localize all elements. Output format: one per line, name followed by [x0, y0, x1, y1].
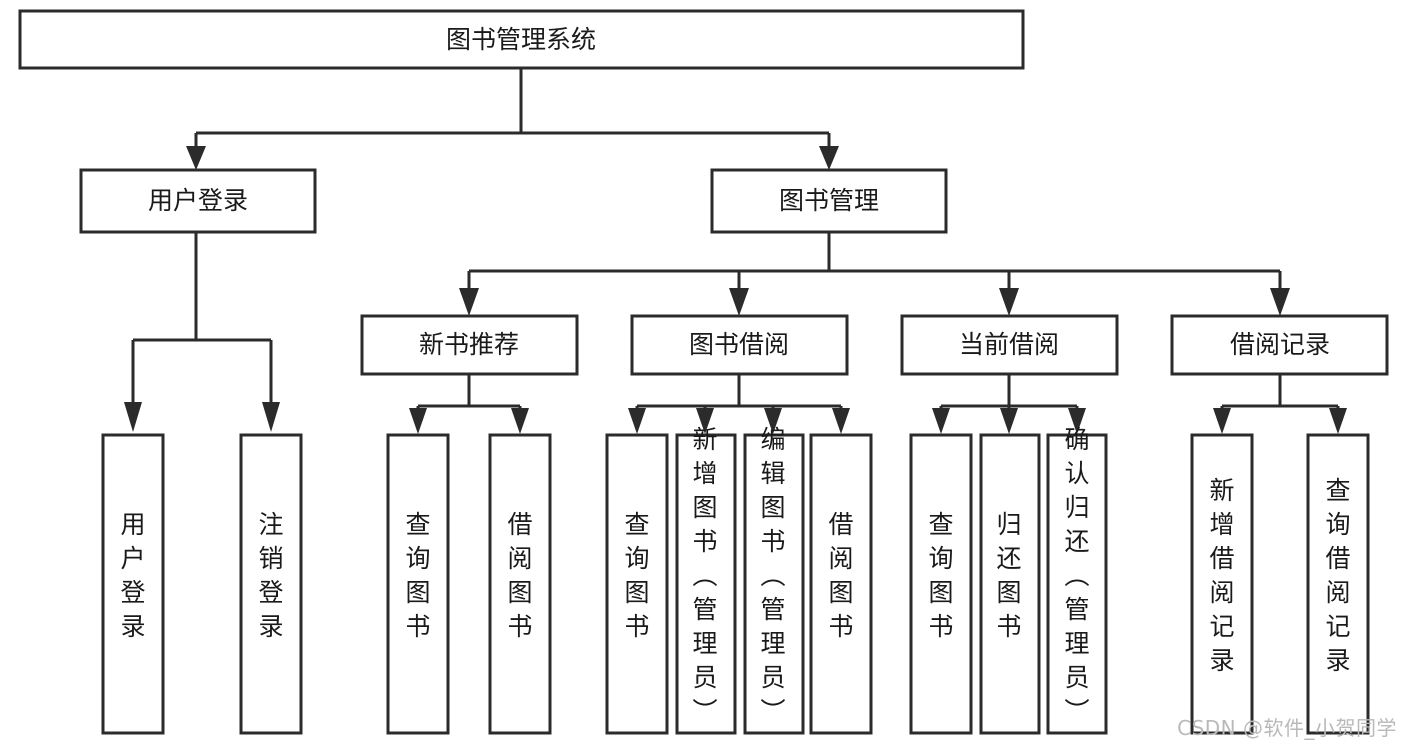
arrow-book-management: [819, 146, 839, 170]
arrow-leaf-add-record: [1213, 408, 1231, 434]
node-leaf-query-book-2[interactable]: 查询图书: [605, 433, 669, 735]
node-leaf-confirm-return-box[interactable]: [1046, 433, 1108, 735]
node-leaf-query-book-1-label: 查询图书: [405, 510, 430, 641]
connector-layer: [124, 68, 1347, 434]
arrow-leaf-query-book-2: [628, 408, 646, 434]
arrow-book-borrow: [729, 288, 749, 316]
node-user-login[interactable]: 用户登录: [79, 168, 317, 234]
node-leaf-add-book[interactable]: 新增图书︵管理员︶: [675, 425, 737, 735]
node-leaf-user-login-box[interactable]: [101, 433, 165, 735]
node-book-management-label: 图书管理: [779, 186, 879, 215]
node-root-box[interactable]: [18, 9, 1025, 70]
node-current-borrow-box[interactable]: [900, 314, 1119, 376]
node-leaf-user-login-label: 用户登录: [120, 510, 145, 641]
node-leaf-borrow-book-2-box[interactable]: [809, 433, 873, 735]
node-current-borrow-label: 当前借阅: [959, 330, 1059, 359]
node-leaf-confirm-return[interactable]: 确认归还︵管理员︶: [1046, 425, 1108, 735]
node-leaf-query-book-2-box[interactable]: [605, 433, 669, 735]
arrow-borrow-record: [1270, 288, 1290, 316]
node-leaf-edit-book-label: 编辑图书︵管理员︶: [760, 425, 785, 726]
node-leaf-query-record-box[interactable]: [1306, 433, 1370, 735]
arrow-leaf-user-login: [124, 402, 142, 432]
node-leaf-query-book-3[interactable]: 查询图书: [909, 433, 973, 735]
node-book-management[interactable]: 图书管理: [710, 168, 948, 234]
node-leaf-add-record[interactable]: 新增借阅记录: [1190, 433, 1254, 735]
arrow-user-login: [186, 146, 206, 170]
arrow-leaf-borrow-book-1: [511, 408, 529, 434]
arrow-current-borrow: [999, 288, 1019, 316]
arrow-leaf-return-book: [1000, 408, 1018, 434]
node-leaf-query-book-3-label: 查询图书: [928, 510, 953, 641]
node-book-borrow-label: 图书借阅: [689, 330, 789, 359]
node-leaf-logout-login-label: 注销登录: [258, 510, 283, 641]
node-borrow-record[interactable]: 借阅记录: [1170, 314, 1389, 376]
arrow-leaf-query-book-1: [409, 408, 427, 434]
node-leaf-edit-book-box[interactable]: [743, 433, 805, 735]
node-current-borrow[interactable]: 当前借阅: [900, 314, 1119, 376]
node-leaf-query-book-1-box[interactable]: [386, 433, 450, 735]
node-leaf-borrow-book-1-label: 借阅图书: [507, 510, 532, 641]
node-book-management-box[interactable]: [710, 168, 948, 234]
node-borrow-record-label: 借阅记录: [1230, 330, 1330, 359]
node-leaf-add-record-box[interactable]: [1190, 433, 1254, 735]
arrow-new-book-recommend: [459, 288, 479, 316]
node-leaf-user-login[interactable]: 用户登录: [101, 433, 165, 735]
node-leaf-query-book-3-box[interactable]: [909, 433, 973, 735]
node-leaf-borrow-book-2-label: 借阅图书: [828, 510, 853, 641]
node-leaf-query-book-1[interactable]: 查询图书: [386, 433, 450, 735]
arrow-leaf-borrow-book-2: [832, 408, 850, 434]
node-leaf-confirm-return-label: 确认归还︵管理员︶: [1064, 425, 1089, 726]
node-leaf-return-book[interactable]: 归还图书: [979, 433, 1041, 735]
node-leaf-return-book-label: 归还图书: [996, 510, 1021, 641]
csdn-watermark: CSDN @软件_小贺同学: [1177, 716, 1397, 740]
arrow-leaf-logout-login: [262, 402, 280, 432]
node-root[interactable]: 图书管理系统: [18, 9, 1025, 70]
node-leaf-logout-login-box[interactable]: [239, 433, 303, 735]
arrow-leaf-confirm-return: [1068, 408, 1086, 434]
node-user-login-box[interactable]: [79, 168, 317, 234]
arrow-leaf-query-book-3: [932, 408, 950, 434]
node-new-book-recommend-label: 新书推荐: [419, 330, 519, 359]
arrow-leaf-edit-book: [764, 408, 782, 434]
node-leaf-query-book-2-label: 查询图书: [624, 510, 649, 641]
node-leaf-logout-login[interactable]: 注销登录: [239, 433, 303, 735]
node-borrow-record-box[interactable]: [1170, 314, 1389, 376]
node-root-label: 图书管理系统: [446, 25, 596, 54]
node-leaf-borrow-book-1-box[interactable]: [488, 433, 552, 735]
node-leaf-query-record-label: 查询借阅记录: [1325, 476, 1350, 675]
node-leaf-add-book-box[interactable]: [675, 433, 737, 735]
node-leaf-add-record-label: 新增借阅记录: [1209, 476, 1234, 675]
node-user-login-label: 用户登录: [148, 186, 248, 215]
node-leaf-query-record[interactable]: 查询借阅记录: [1306, 433, 1370, 735]
node-leaf-add-book-label: 新增图书︵管理员︶: [692, 425, 717, 726]
node-book-borrow-box[interactable]: [630, 314, 849, 376]
arrow-leaf-query-record: [1329, 408, 1347, 434]
node-book-borrow[interactable]: 图书借阅: [630, 314, 849, 376]
node-leaf-return-book-box[interactable]: [979, 433, 1041, 735]
node-new-book-recommend[interactable]: 新书推荐: [360, 314, 579, 376]
node-leaf-edit-book[interactable]: 编辑图书︵管理员︶: [743, 425, 805, 735]
node-leaf-borrow-book-2[interactable]: 借阅图书: [809, 433, 873, 735]
node-leaf-borrow-book-1[interactable]: 借阅图书: [488, 433, 552, 735]
arrow-leaf-add-book: [696, 408, 714, 434]
node-new-book-recommend-box[interactable]: [360, 314, 579, 376]
